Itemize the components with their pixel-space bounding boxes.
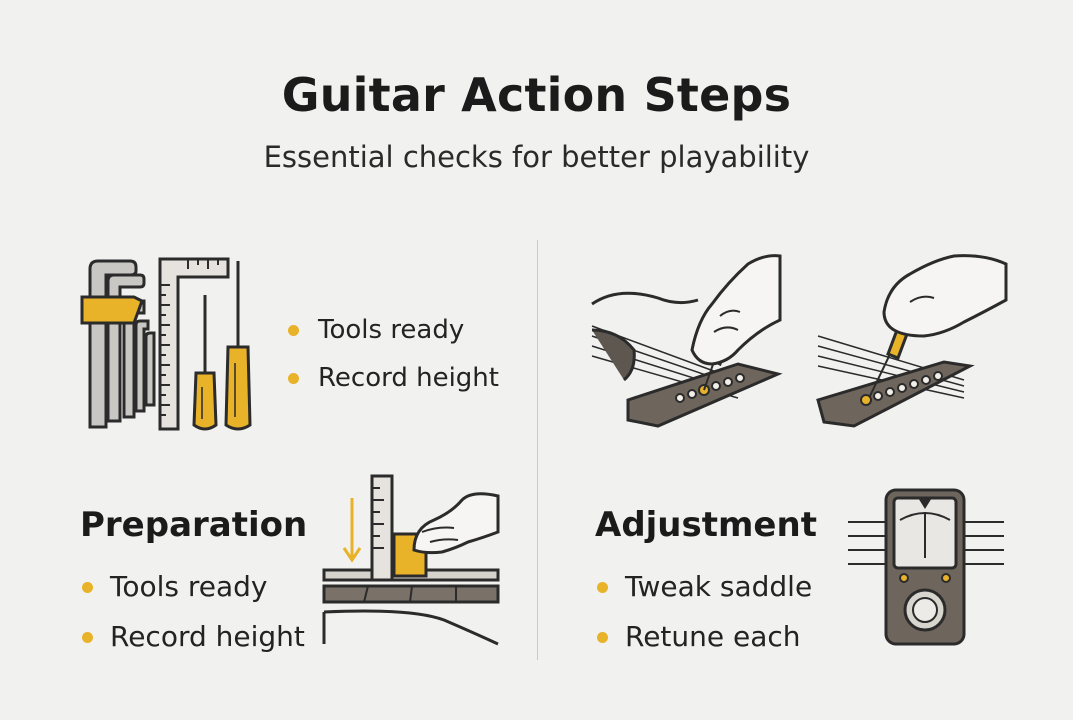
top-left-bullets: Tools ready Record height [286, 306, 499, 402]
page-title: Guitar Action Steps [281, 68, 792, 122]
tools-illustration [80, 257, 252, 431]
allen-keys-icon [80, 259, 156, 429]
list-item: Tweak saddle [595, 562, 812, 612]
clip-on-tuner-icon [848, 488, 1004, 646]
measuring-ruler-icon [322, 474, 500, 646]
bullet-dot-icon [597, 582, 608, 593]
screwdriver-icon [224, 261, 252, 431]
bullet-dot-icon [82, 582, 93, 593]
hand-adjusting-saddle-icon [816, 254, 1008, 428]
list-item: Tools ready [286, 306, 499, 354]
adjustment-heading: Adjustment [595, 505, 817, 545]
bullet-dot-icon [288, 325, 299, 336]
square-ruler-icon [158, 257, 230, 431]
list-item: Record height [286, 354, 499, 402]
screwdriver-icon [192, 295, 218, 431]
list-item: Retune each [595, 612, 812, 662]
page-subtitle: Essential checks for better playability [263, 140, 810, 174]
preparation-heading: Preparation [80, 505, 308, 545]
bullet-dot-icon [82, 632, 93, 643]
bullet-dot-icon [288, 373, 299, 384]
bullet-dot-icon [597, 632, 608, 643]
list-item: Tools ready [80, 562, 305, 612]
adjustment-bullets: Tweak saddle Retune each [595, 562, 812, 662]
center-divider [537, 240, 538, 660]
preparation-bullets: Tools ready Record height [80, 562, 305, 662]
list-item: Record height [80, 612, 305, 662]
hand-adjusting-saddle-icon [591, 254, 783, 428]
